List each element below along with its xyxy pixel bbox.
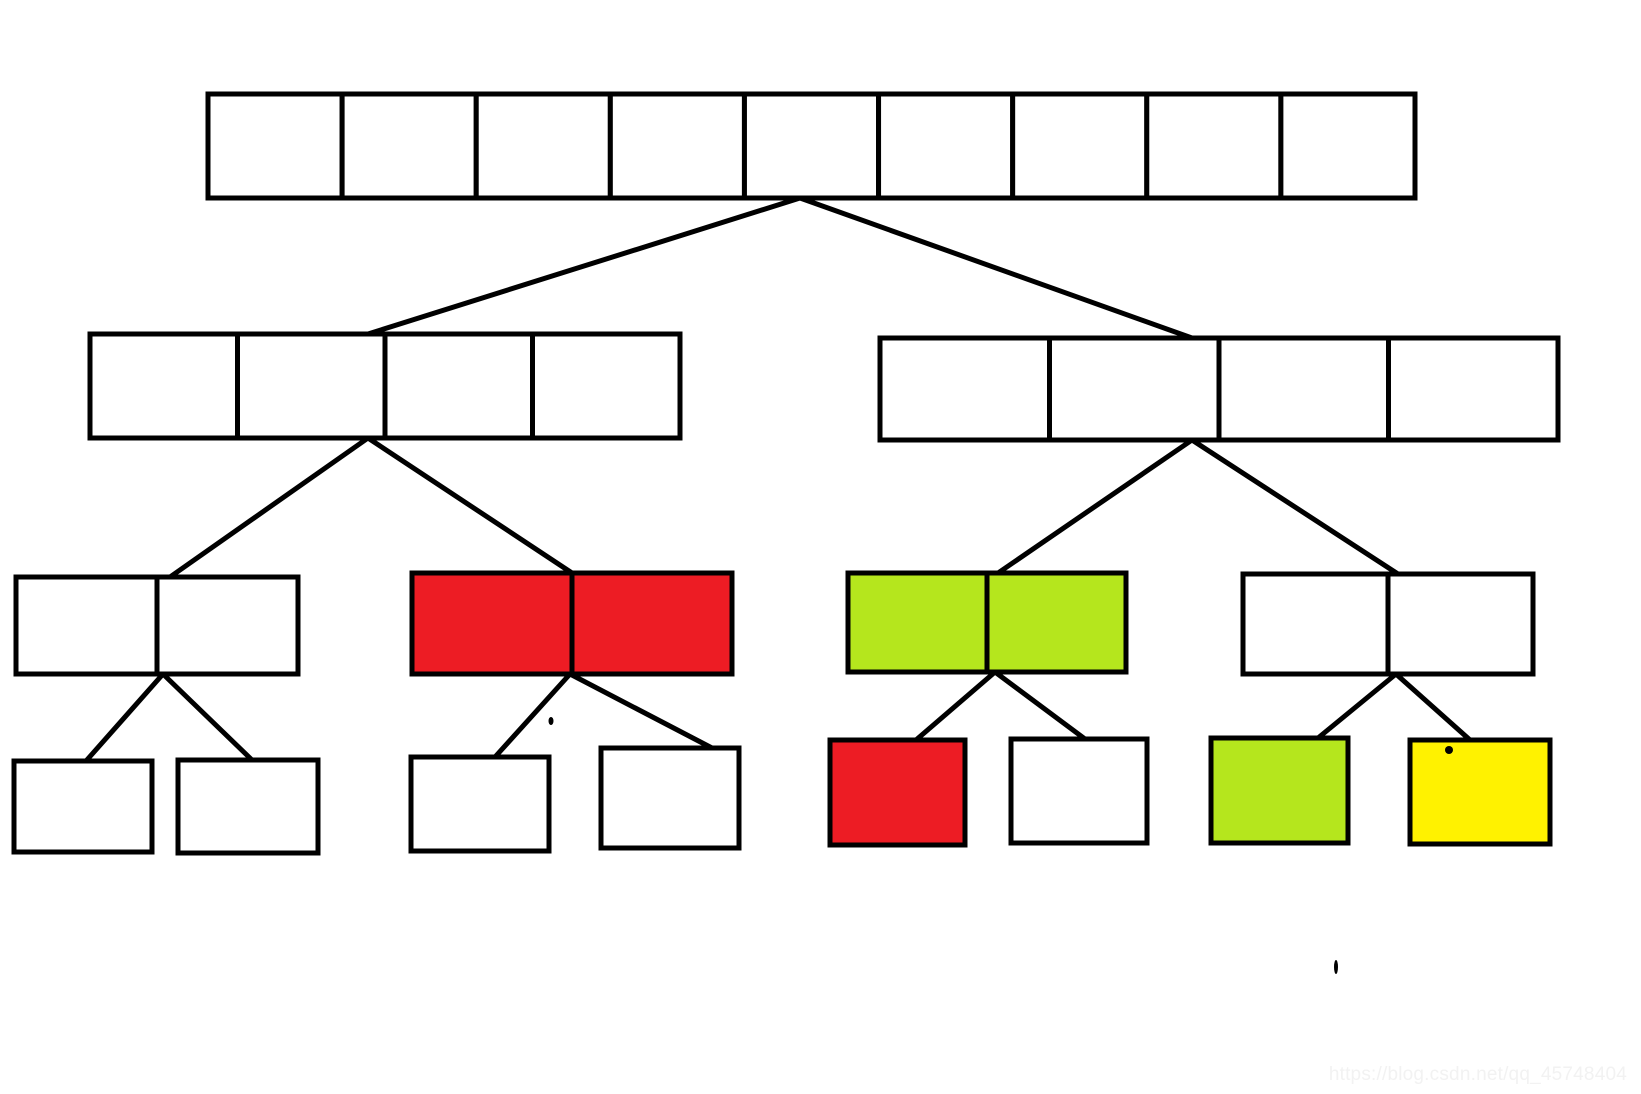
- node-cell-rect[interactable]: [409, 570, 575, 677]
- internal-level-group: [87, 331, 1561, 443]
- node-cell[interactable]: [845, 570, 990, 675]
- edges-layer: [83, 195, 1473, 764]
- tree-node[interactable]: [1240, 571, 1536, 677]
- watermark-text: https://blog.csdn.net/qq_45748404: [1328, 1064, 1627, 1085]
- tree-node[interactable]: [877, 335, 1561, 443]
- tree-edge: [167, 435, 371, 580]
- node-cell-rect[interactable]: [607, 91, 747, 201]
- node-cell[interactable]: [1386, 335, 1561, 443]
- leaf-node-rect[interactable]: [11, 758, 155, 855]
- leaf-node[interactable]: [1208, 735, 1351, 846]
- leaf-node-rect[interactable]: [1407, 737, 1553, 847]
- node-cell-rect[interactable]: [1047, 335, 1222, 443]
- node-cell[interactable]: [1047, 335, 1222, 443]
- tree-edge: [83, 671, 166, 764]
- node-cell[interactable]: [235, 331, 388, 441]
- leaf-node-rect[interactable]: [175, 757, 321, 856]
- node-cell[interactable]: [876, 91, 1016, 201]
- tree-node[interactable]: [845, 570, 1129, 675]
- tree-edge: [995, 437, 1195, 576]
- node-cell[interactable]: [339, 91, 479, 201]
- node-cell-rect[interactable]: [13, 574, 160, 677]
- ink-dot: [1334, 960, 1338, 974]
- node-cell-rect[interactable]: [1144, 91, 1284, 201]
- node-cell[interactable]: [205, 91, 345, 201]
- node-cell-rect[interactable]: [569, 570, 735, 677]
- node-cell-rect[interactable]: [1010, 91, 1150, 201]
- tree-edge: [1189, 437, 1401, 577]
- node-cell[interactable]: [1278, 91, 1418, 201]
- ink-dot: [548, 717, 554, 725]
- node-cell[interactable]: [984, 570, 1129, 675]
- tree-node[interactable]: [87, 331, 683, 441]
- leaf-node-rect[interactable]: [1008, 736, 1150, 846]
- lower-internal-level-group: [13, 570, 1536, 677]
- node-cell-rect[interactable]: [235, 331, 388, 441]
- tree-edge: [365, 435, 575, 576]
- node-cell-rect[interactable]: [876, 91, 1016, 201]
- node-cell-rect[interactable]: [339, 91, 479, 201]
- ink-marks-layer: [548, 717, 1453, 974]
- node-cell[interactable]: [1240, 571, 1391, 677]
- tree-node[interactable]: [205, 91, 1418, 201]
- tree-edge: [567, 671, 715, 751]
- node-cell[interactable]: [409, 570, 575, 677]
- node-cell-rect[interactable]: [154, 574, 301, 677]
- node-cell-rect[interactable]: [1386, 335, 1561, 443]
- tree-node[interactable]: [409, 570, 735, 677]
- node-cell-rect[interactable]: [87, 331, 240, 441]
- node-cell[interactable]: [1144, 91, 1284, 201]
- tree-node[interactable]: [13, 574, 301, 677]
- tree-edge: [992, 669, 1088, 742]
- node-cell[interactable]: [1385, 571, 1536, 677]
- node-cell[interactable]: [473, 91, 613, 201]
- tree-edge: [1315, 671, 1399, 741]
- leaf-level-group: [11, 735, 1553, 856]
- node-cell-rect[interactable]: [1278, 91, 1418, 201]
- tree-edge: [492, 671, 573, 760]
- leaf-node-rect[interactable]: [1208, 735, 1351, 846]
- node-cell-rect[interactable]: [1216, 335, 1391, 443]
- tree-edge: [160, 671, 255, 763]
- node-cell-rect[interactable]: [845, 570, 990, 675]
- node-cell[interactable]: [87, 331, 240, 441]
- leaf-node[interactable]: [1407, 737, 1553, 847]
- node-cell-rect[interactable]: [1240, 571, 1391, 677]
- node-cell-rect[interactable]: [1385, 571, 1536, 677]
- leaf-node[interactable]: [408, 754, 552, 854]
- node-cell[interactable]: [607, 91, 747, 201]
- leaf-node[interactable]: [175, 757, 321, 856]
- ink-dot: [1445, 746, 1453, 754]
- node-cell-rect[interactable]: [877, 335, 1052, 443]
- node-cell[interactable]: [530, 331, 683, 441]
- node-cell-rect[interactable]: [205, 91, 345, 201]
- node-cell-rect[interactable]: [382, 331, 535, 441]
- node-cell-rect[interactable]: [530, 331, 683, 441]
- node-cell[interactable]: [154, 574, 301, 677]
- tree-edge: [913, 669, 998, 743]
- tree-edge: [797, 195, 1195, 341]
- leaf-node-rect[interactable]: [827, 737, 968, 848]
- leaf-node[interactable]: [827, 737, 968, 848]
- leaf-node-rect[interactable]: [598, 745, 742, 851]
- leaf-node[interactable]: [598, 745, 742, 851]
- tree-edge: [365, 195, 803, 337]
- node-cell[interactable]: [1216, 335, 1391, 443]
- leaf-node[interactable]: [11, 758, 155, 855]
- node-cell-rect[interactable]: [473, 91, 613, 201]
- leaf-node-rect[interactable]: [408, 754, 552, 854]
- tree-edge: [1393, 671, 1473, 743]
- node-cell-rect[interactable]: [741, 91, 882, 201]
- node-cell[interactable]: [877, 335, 1052, 443]
- node-cell[interactable]: [741, 91, 882, 201]
- node-cell[interactable]: [382, 331, 535, 441]
- root-level-group: [205, 91, 1418, 201]
- node-cell[interactable]: [569, 570, 735, 677]
- leaf-node[interactable]: [1008, 736, 1150, 846]
- node-cell-rect[interactable]: [984, 570, 1129, 675]
- node-cell[interactable]: [13, 574, 160, 677]
- node-cell[interactable]: [1010, 91, 1150, 201]
